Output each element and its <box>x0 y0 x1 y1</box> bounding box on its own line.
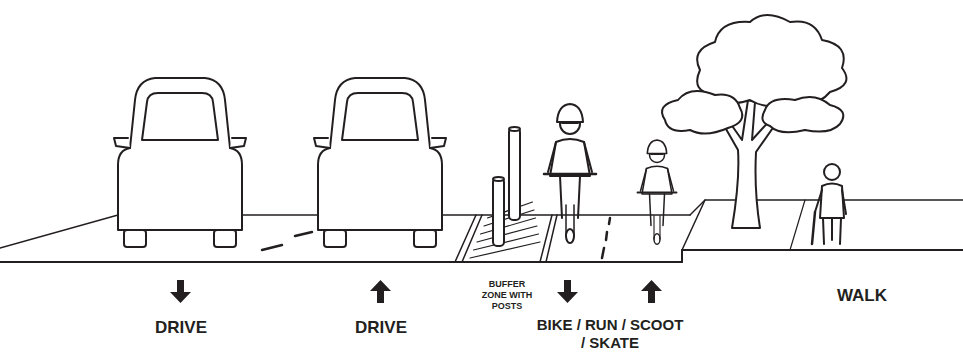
pedestrian <box>812 164 846 244</box>
cyclist <box>544 104 596 243</box>
road-edge <box>0 261 682 263</box>
hatch-stroke <box>477 226 537 242</box>
road-side-edge <box>0 215 118 248</box>
car <box>114 78 246 247</box>
bollard <box>493 177 504 246</box>
hatch-stroke <box>470 242 540 258</box>
curb-back <box>690 200 705 215</box>
direction-arrow <box>170 280 662 303</box>
hatch-stroke <box>481 218 536 234</box>
hatch-stroke <box>474 234 539 250</box>
lane-label: WALK <box>812 286 912 306</box>
lane-label: BIKE / RUN / SCOOT / SKATE <box>535 316 685 352</box>
buffer-zone <box>455 202 557 262</box>
lane-label: BUFFER ZONE WITH POSTS <box>476 279 538 311</box>
curb <box>682 250 963 262</box>
cyclist <box>638 140 677 244</box>
sidewalk-joint <box>790 200 805 250</box>
tree <box>662 15 846 228</box>
bollard <box>509 127 520 220</box>
car <box>314 78 446 247</box>
lane-label: DRIVE <box>331 318 431 338</box>
lane-label: DRIVE <box>131 318 231 338</box>
